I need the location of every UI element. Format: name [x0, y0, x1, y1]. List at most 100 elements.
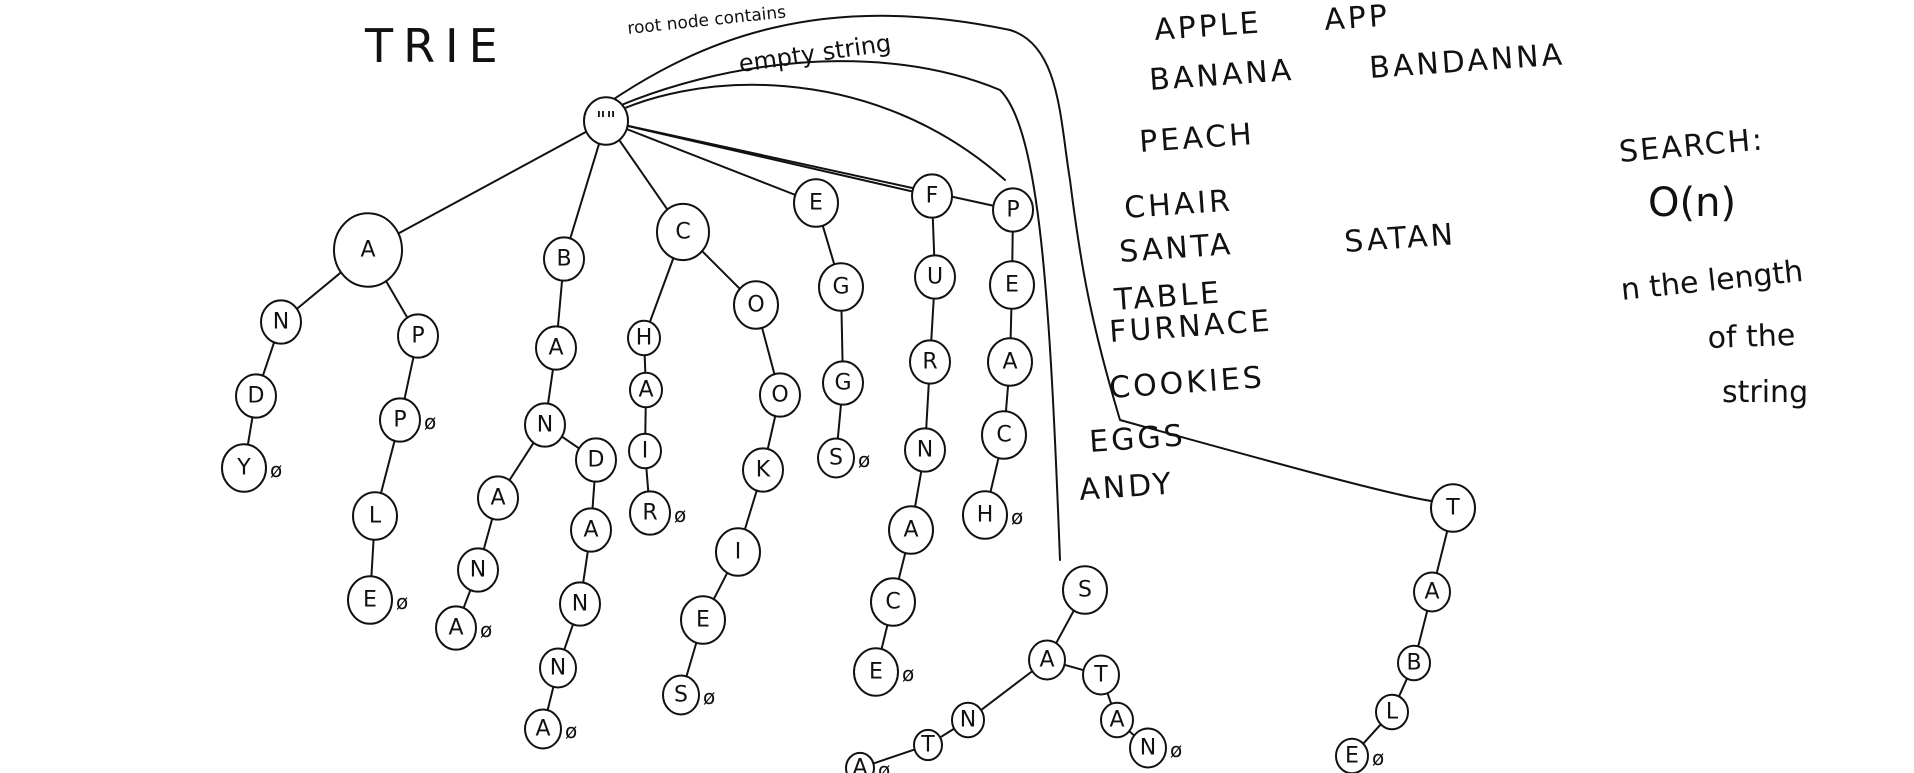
- word-list-item: PEACH: [1138, 117, 1256, 160]
- trie-node: E: [680, 595, 726, 645]
- trie-node-letter: A: [548, 336, 563, 361]
- trie-node: A: [888, 505, 934, 555]
- trie-node-circle: [913, 728, 943, 762]
- trie-node-circle: [888, 505, 934, 555]
- trie-node-circle: [911, 173, 953, 219]
- trie-node-letter: B: [1406, 651, 1421, 676]
- trie-node-letter: C: [996, 423, 1011, 448]
- trie-node-letter: N: [470, 558, 486, 583]
- trie-node-letter: P: [411, 324, 424, 349]
- trie-node-letter: L: [1386, 700, 1399, 725]
- terminal-marker: ø: [480, 618, 492, 642]
- trie-node-circle: [793, 178, 839, 228]
- trie-node: N: [539, 647, 577, 689]
- trie-node-letter: D: [588, 448, 605, 473]
- trie-node-letter: N: [572, 592, 588, 617]
- terminal-marker: ø: [1011, 505, 1023, 529]
- trie-node-circle: [989, 260, 1035, 310]
- trie-node: C: [981, 410, 1027, 460]
- word-list-item: BANANA: [1148, 53, 1295, 98]
- trie-node-letter: D: [248, 384, 265, 409]
- trie-node: N: [260, 299, 302, 345]
- trie-edge: [1397, 676, 1409, 699]
- trie-node-circle: [535, 325, 577, 371]
- trie-node: L: [1375, 693, 1409, 731]
- trie-node-circle: [1028, 639, 1066, 681]
- trie-node-circle: [962, 490, 1008, 540]
- trie-node-circle: [575, 437, 617, 483]
- root-note-line-2: empty string: [737, 29, 893, 78]
- trie-node-circle: [235, 373, 277, 419]
- trie-node-circle: [539, 647, 577, 689]
- word-list-item: CHAIR: [1123, 183, 1234, 225]
- trie-node: O: [759, 372, 801, 418]
- terminal-marker: ø: [565, 719, 577, 743]
- trie-node-circle: [662, 674, 700, 716]
- trie-node-circle: [1335, 737, 1369, 773]
- trie-edge: [685, 640, 698, 679]
- trie-node-letter: P: [1006, 198, 1019, 223]
- trie-edge: [562, 621, 575, 652]
- trie-node-letter: S: [1078, 578, 1092, 603]
- word-list-item: TABLE: [1112, 276, 1223, 319]
- trie-edge: [1004, 382, 1010, 415]
- trie-node-circle: [951, 701, 985, 739]
- trie-edge: [507, 440, 536, 483]
- trie-node: A: [570, 507, 612, 553]
- trie-edge: [379, 438, 396, 496]
- trie-node-letter: A: [583, 518, 598, 543]
- word-list-item: BANDANNA: [1368, 37, 1566, 86]
- trie-node-letter: L: [369, 504, 382, 529]
- trie-node: N: [457, 547, 499, 593]
- trie-node-circle: [853, 647, 899, 697]
- trie-edge: [700, 249, 742, 291]
- word-list-item: SATAN: [1343, 217, 1457, 260]
- trie-node-circle: [379, 397, 421, 443]
- trie-node-letter: S: [674, 683, 688, 708]
- trie-node: P: [397, 313, 439, 359]
- trie-node: A: [1028, 639, 1066, 681]
- trie-edge: [645, 465, 650, 495]
- arrow-to-S-branch: [604, 60, 1061, 561]
- trie-node: C: [870, 577, 916, 627]
- trie-node: D: [235, 373, 277, 419]
- trie-edge: [384, 278, 409, 320]
- trie-node-letter: U: [927, 265, 943, 290]
- trie-node: T: [1082, 654, 1120, 696]
- trie-node-circle: [543, 236, 585, 282]
- trie-node-letter: O: [771, 383, 788, 408]
- terminal-marker: ø: [270, 458, 282, 482]
- trie-node-letter: A: [1424, 580, 1439, 605]
- trie-node: E: [989, 260, 1035, 310]
- trie-node-circle: [870, 577, 916, 627]
- trie-node-circle: [1100, 701, 1134, 739]
- trie-node-circle: [397, 313, 439, 359]
- trie-node-letter: A: [490, 486, 505, 511]
- trie-node-letter: E: [869, 660, 883, 685]
- trie-edge: [546, 684, 555, 713]
- trie-edge: [617, 138, 670, 212]
- trie-edge: [760, 325, 776, 377]
- trie-node-circle: [759, 372, 801, 418]
- trie-node-circle: [904, 427, 946, 473]
- trie-edge: [1361, 722, 1383, 746]
- trie-edge: [938, 727, 956, 739]
- trie-edge: [403, 354, 415, 402]
- trie-node-circle: [715, 527, 761, 577]
- trie-node-letter: A: [448, 616, 463, 641]
- trie-edge: [546, 366, 555, 407]
- terminal-marker: ø: [1170, 738, 1182, 762]
- trie-edge: [295, 270, 343, 311]
- trie-node-letter: A: [1109, 708, 1124, 733]
- trie-node-letter: A: [638, 378, 653, 403]
- trie-node: N: [524, 402, 566, 448]
- terminal-marker: ø: [703, 685, 715, 709]
